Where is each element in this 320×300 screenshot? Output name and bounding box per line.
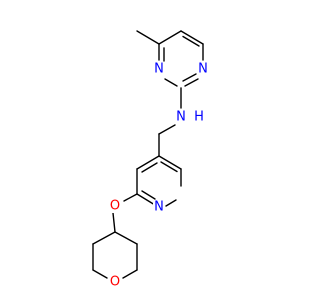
bond-py-c4-c5-double — [160, 161, 178, 173]
bond-c5-c6 — [180, 30, 204, 45]
bond-py-n-c2 — [136, 193, 156, 206]
atom-n-pyridine-label: N — [154, 200, 164, 215]
molecule-structure: N N N H N O O — [92, 30, 209, 290]
bond-c2-o — [123, 193, 138, 202]
bond-nh-ch2 — [158, 124, 176, 135]
atom-n-pyrimidine-1-label: N — [198, 62, 208, 77]
atom-o-oxane: O — [109, 275, 121, 290]
bond-py-c3-c4-double — [141, 162, 158, 173]
bond-n1-c2-double — [182, 73, 197, 82]
atom-n-pyridine: N — [153, 200, 165, 215]
atom-o-ether-label: O — [110, 199, 120, 214]
bond-py-c6-n — [165, 199, 177, 207]
bonds — [92, 30, 204, 279]
atom-o-oxane-label: O — [110, 275, 120, 290]
atom-nh-amine-label: N — [176, 110, 186, 125]
bond-methyl — [136, 30, 160, 45]
bond-c2-n3 — [164, 78, 178, 87]
atom-n-pyrimidine-2: N — [153, 62, 165, 77]
atom-nh-amine: N H — [175, 110, 205, 125]
atom-labels: N N N H N O O — [109, 62, 209, 290]
bond-n1-c2 — [184, 78, 199, 87]
atom-nh-hydrogen-label: H — [194, 110, 204, 125]
bond-py-c3-c4 — [136, 155, 160, 170]
bond-ox-c5-c4 — [92, 231, 116, 245]
atom-n-pyrimidine-1: N — [197, 62, 209, 77]
bond-py-n-c2-double — [141, 190, 156, 200]
bond-ox-o-c6 — [92, 269, 108, 279]
bond-o-c4ox — [112, 212, 116, 233]
bond-ox-c2-o — [122, 269, 138, 279]
atom-o-ether: O — [109, 199, 121, 214]
bond-ox-c4-c3 — [114, 231, 138, 245]
bond-c5-c6-double — [182, 35, 200, 47]
atom-n-pyrimidine-2-label: N — [154, 62, 164, 77]
bond-c4-c5 — [158, 30, 182, 45]
bond-py-c4-c5 — [158, 155, 182, 170]
